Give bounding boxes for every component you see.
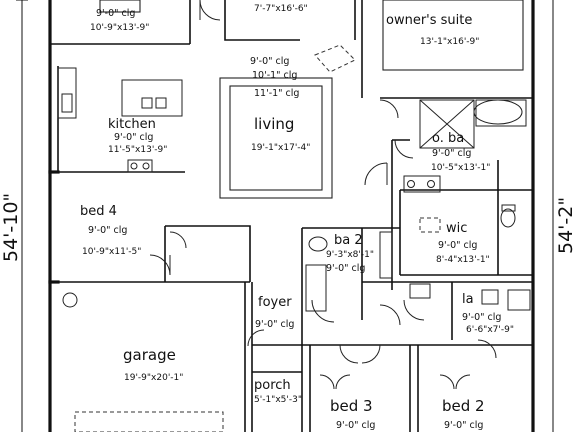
top-middle-size: 7'-7"x16'-6" (254, 4, 308, 14)
foyer-name: foyer (258, 295, 292, 310)
ba2-size: 9'-3"x8'-1" (326, 250, 374, 260)
kitchen-size: 11'-5"x13'-9" (108, 145, 167, 155)
living-ceiling-3: 11'-1" clg (254, 88, 299, 99)
ceiling-outlines (74, 0, 524, 432)
right-dimension: 54'-2" (555, 197, 576, 254)
bed2-name: bed 2 (442, 397, 485, 415)
owners-suite-name: owner's suite (386, 13, 472, 28)
kitchen-name: kitchen (108, 117, 156, 132)
kitchen-fixtures (57, 67, 183, 173)
porch-name: porch (254, 378, 291, 393)
living-size: 19'-1"x17'-4" (251, 143, 310, 153)
la-name: la (462, 292, 474, 307)
bed2-ceiling: 9'-0" clg (444, 420, 483, 431)
room-labels: 9'-0" clg 10'-9"x13'-9" 7'-7"x16'-6" own… (80, 4, 514, 431)
top-left-ceiling: 9'-0" clg (96, 8, 135, 19)
la-size: 6'-6"x7'-9" (466, 325, 514, 335)
bed4-name: bed 4 (80, 204, 117, 219)
o-ba-size: 10'-5"x13'-1" (431, 163, 490, 173)
top-left-size: 10'-9"x13'-9" (90, 23, 149, 33)
doors (149, 0, 497, 390)
wic-name: wic (446, 221, 467, 236)
dimension-lines (16, 0, 554, 432)
wic-ceiling: 9'-0" clg (438, 240, 477, 251)
exterior-walls (48, 0, 535, 432)
living-name: living (254, 115, 294, 133)
porch-size: 5'-1"x5'-3" (254, 395, 302, 405)
bed4-size: 10'-9"x11'-5" (82, 247, 141, 257)
garage-name: garage (123, 346, 176, 364)
bed3-ceiling: 9'-0" clg (336, 420, 375, 431)
la-ceiling: 9'-0" clg (462, 312, 501, 323)
interior-walls (50, 0, 533, 432)
foyer-ceiling: 9'-0" clg (255, 319, 294, 330)
bed4-ceiling: 9'-0" clg (88, 225, 127, 236)
owners-suite-size: 13'-1"x16'-9" (420, 37, 479, 47)
wic-size: 8'-4"x13'-1" (436, 255, 490, 265)
ba2-name: ba 2 (334, 233, 363, 248)
ba2-ceiling: 9'-0" clg (326, 263, 365, 274)
bath-fixtures (62, 99, 531, 312)
living-ceiling-2: 10'-1" clg (252, 70, 297, 81)
o-ba-ceiling: 9'-0" clg (432, 148, 471, 159)
kitchen-ceiling: 9'-0" clg (114, 132, 153, 143)
bed3-name: bed 3 (330, 397, 373, 415)
living-ceiling-1: 9'-0" clg (250, 56, 289, 67)
garage-size: 19'-9"x20'-1" (124, 373, 183, 383)
left-dimension: 54'-10" (0, 193, 22, 262)
o-ba-name: o. ba (432, 131, 464, 146)
